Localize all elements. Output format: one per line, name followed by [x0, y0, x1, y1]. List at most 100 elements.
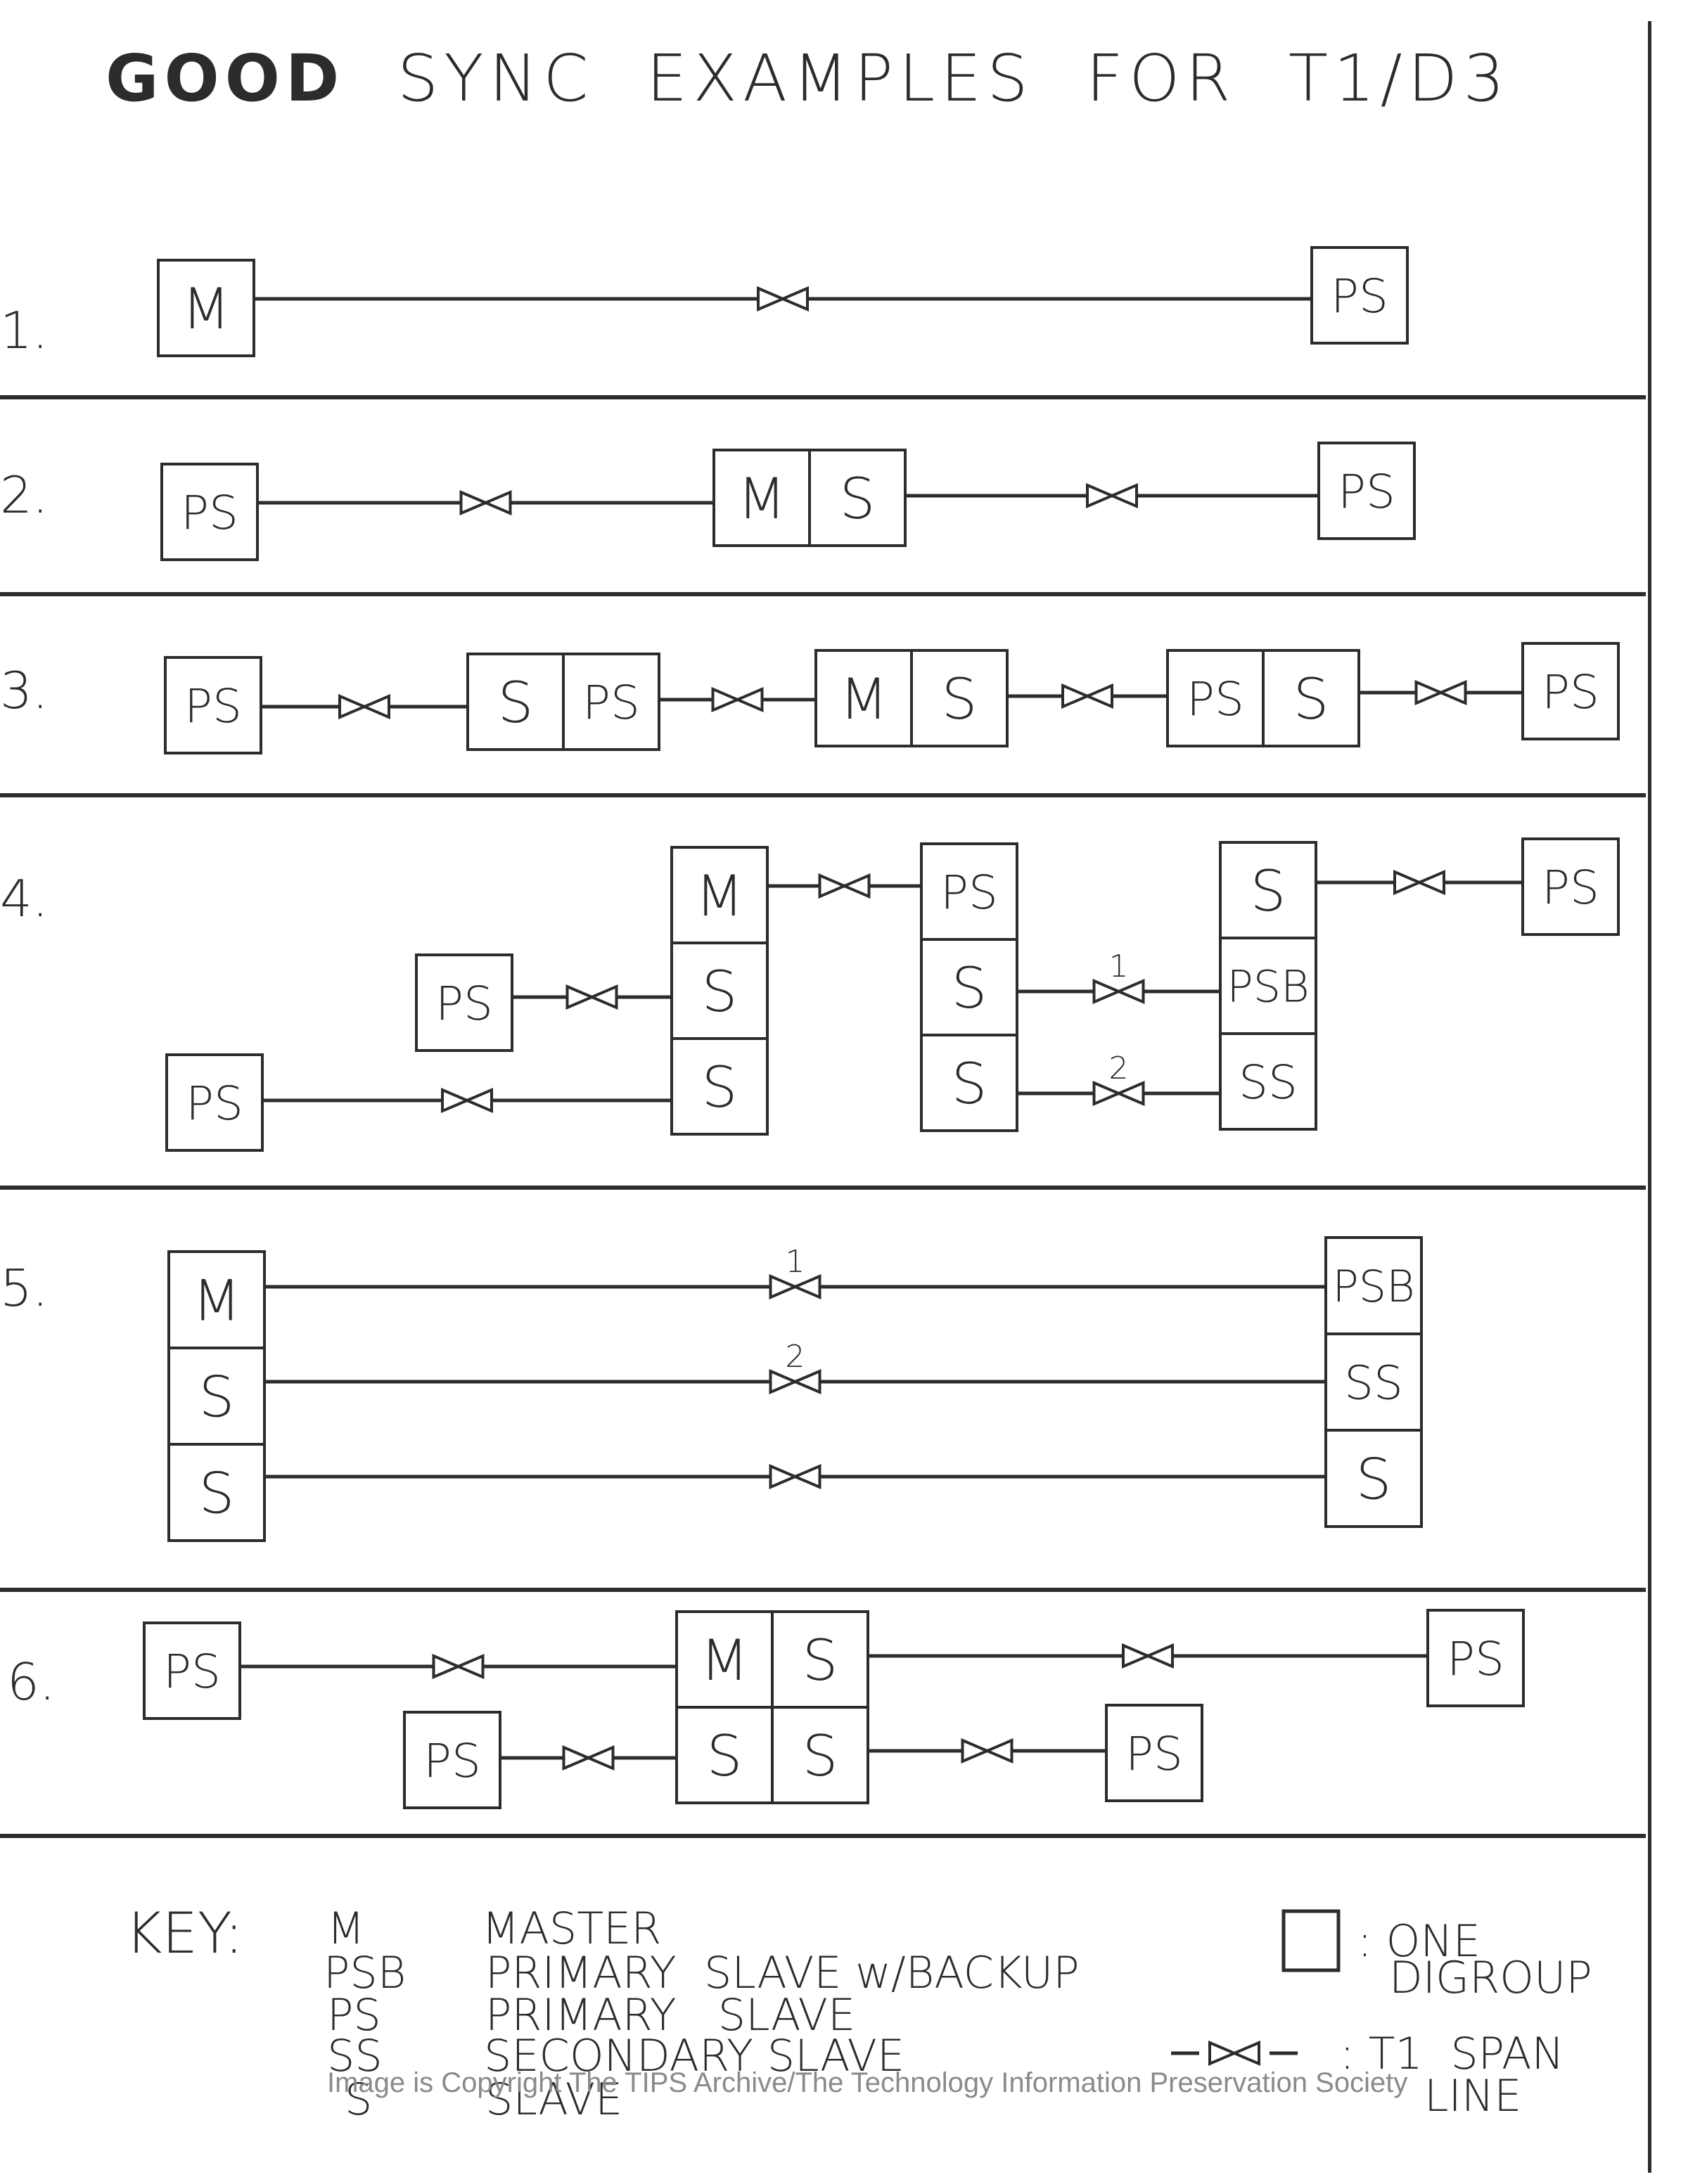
key-digroup-label: DIGROUP	[1389, 1952, 1592, 2003]
key-abbr: PSB	[324, 1947, 407, 1998]
digroup-label: S	[952, 956, 987, 1021]
digroup-box	[1426, 1609, 1525, 1707]
t1-span-icon	[769, 1463, 821, 1490]
digroup-label: PS	[1331, 269, 1388, 323]
copyright-watermark: Image is Copyright The TIPS Archive/The …	[327, 2067, 1408, 2098]
digroup-box	[415, 953, 513, 1052]
digroup-label: S	[942, 667, 978, 732]
digroup-label: SS	[1239, 1055, 1298, 1110]
digroup-label: M	[737, 466, 786, 532]
digroup-label: PSB	[1332, 1261, 1414, 1312]
digroup-box	[1105, 1704, 1203, 1802]
t1-span-icon	[1092, 1080, 1145, 1107]
digroup-label: PS	[1542, 861, 1599, 915]
digroup-box	[562, 653, 660, 751]
digroup-label: PS	[181, 486, 238, 540]
example-number: 5.	[0, 1259, 49, 1318]
t1-span-icon	[1086, 482, 1138, 509]
digroup-label: M	[181, 276, 230, 342]
digroup-box	[670, 942, 769, 1040]
digroup-box	[1262, 649, 1360, 747]
t1-span-icon	[1414, 679, 1467, 706]
digroup-box	[466, 653, 565, 751]
span-number-label: 1	[786, 1244, 805, 1280]
key-digroup-label: : ONE	[1357, 1915, 1481, 1967]
key-abbr: S	[345, 2074, 373, 2125]
digroup-label: PS	[1187, 672, 1244, 726]
key-meaning: PRIMARY SLAVE w/BACKUP	[485, 1947, 1080, 1998]
section-divider	[0, 395, 1646, 399]
digroup-label: M	[700, 1628, 748, 1693]
example-number: 2.	[0, 465, 49, 525]
digroup-label: PS	[1447, 1632, 1504, 1686]
digroup-label: PS	[582, 676, 640, 730]
digroup-box	[1324, 1429, 1423, 1528]
t1-span-icon	[1061, 683, 1113, 709]
digroup-box	[1317, 442, 1416, 540]
digroup-label: S	[952, 1051, 987, 1117]
digroup-box	[143, 1621, 241, 1720]
section-divider	[0, 1186, 1646, 1190]
page-title: GOOD SYNC EXAMPLES FOR T1/D3	[106, 41, 1510, 116]
digroup-label: S	[199, 1460, 235, 1526]
digroup-label: S	[1356, 1446, 1392, 1512]
t1-span-icon	[1393, 869, 1445, 896]
key-heading: KEY:	[125, 1901, 244, 1966]
section-divider	[0, 1834, 1646, 1838]
digroup-box	[920, 842, 1018, 941]
t1-span-icon	[711, 686, 764, 713]
t1-span-icon	[1122, 1643, 1174, 1669]
digroup-box	[167, 1443, 266, 1542]
digroup-box	[1219, 841, 1317, 939]
t1-span-icon	[757, 285, 809, 312]
digroup-label: M	[839, 667, 888, 732]
digroup-label: PS	[186, 1077, 243, 1131]
digroup-label: S	[1293, 667, 1329, 732]
digroup-box	[1310, 246, 1409, 345]
span-number-label: 1	[1109, 949, 1129, 984]
digroup-label: PS	[940, 866, 998, 920]
digroup-label: S	[840, 466, 876, 532]
digroup-box	[1324, 1332, 1423, 1432]
section-divider	[0, 1588, 1646, 1592]
section-divider	[0, 793, 1646, 797]
key-meaning: PRIMARY SLAVE	[485, 1989, 856, 2041]
digroup-label: M	[192, 1268, 241, 1333]
t1-span-icon	[769, 1273, 821, 1300]
digroup-box	[712, 449, 811, 547]
digroup-label: S	[702, 959, 738, 1024]
digroup-label: SS	[1344, 1356, 1403, 1410]
digroup-box	[670, 846, 769, 944]
right-border-line	[1648, 21, 1651, 2173]
digroup-box	[1219, 1032, 1317, 1131]
digroup-box	[808, 449, 907, 547]
t1-span-icon	[818, 873, 871, 899]
title-bold-word: GOOD	[106, 41, 345, 116]
digroup-label: M	[695, 863, 743, 929]
digroup-label: S	[803, 1628, 838, 1693]
digroup-box	[164, 656, 262, 754]
digroup-label: S	[199, 1364, 235, 1430]
digroup-box	[403, 1711, 501, 1809]
digroup-label: PS	[1125, 1727, 1183, 1781]
digroup-label: PS	[435, 977, 493, 1031]
key-meaning: MASTER	[482, 1903, 662, 1954]
digroup-box	[1166, 649, 1265, 747]
digroup-label: PS	[1542, 665, 1599, 719]
digroup-label: S	[702, 1055, 738, 1120]
key-abbr: PS	[327, 1989, 381, 2041]
digroup-box	[814, 649, 913, 747]
key-digroup-box-icon	[1281, 1909, 1341, 1972]
digroup-box	[1521, 837, 1620, 936]
digroup-box	[165, 1053, 264, 1152]
digroup-box	[920, 938, 1018, 1036]
digroup-label: PS	[1338, 465, 1395, 519]
example-number: 3.	[0, 661, 49, 720]
digroup-label: S	[498, 670, 534, 736]
digroup-label: PS	[163, 1645, 221, 1699]
digroup-label: S	[803, 1723, 838, 1789]
digroup-box	[157, 259, 255, 357]
digroup-box	[670, 1037, 769, 1136]
